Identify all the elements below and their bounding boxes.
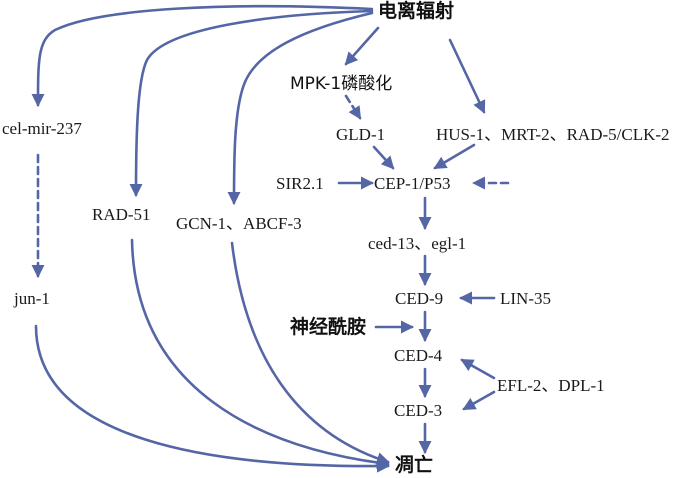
edges bbox=[31, 4, 510, 473]
node-gcn1-abcf3: GCN-1、ABCF-3 bbox=[176, 214, 302, 233]
node-ced9: CED-9 bbox=[395, 289, 443, 308]
edge-radiation-to-hus1 bbox=[448, 38, 486, 114]
edge-radiation-to-cel-mir-237 bbox=[31, 4, 374, 107]
edge-mpk1-to-gld1 bbox=[344, 94, 362, 120]
node-ced13-egl1: ced-13、egl-1 bbox=[368, 234, 466, 253]
edge-jun1-to-apoptosis bbox=[34, 324, 390, 473]
node-lin35: LIN-35 bbox=[500, 289, 551, 308]
edge-radiation-to-rad51 bbox=[129, 9, 374, 197]
node-efl2-dpl1: EFL-2、DPL-1 bbox=[497, 376, 605, 395]
node-sir21: SIR2.1 bbox=[276, 174, 324, 193]
node-ced3: CED-3 bbox=[394, 401, 442, 420]
node-gld1: GLD-1 bbox=[336, 125, 385, 144]
edge-hus1-to-cep1 bbox=[433, 143, 476, 170]
node-jun1: jun-1 bbox=[13, 289, 50, 308]
node-mpk1-phosphorylation: MPK-1磷酸化 bbox=[290, 74, 392, 94]
edge-gld1-to-cep1 bbox=[372, 145, 395, 170]
node-cel-mir-237: cel-mir-237 bbox=[2, 119, 82, 138]
node-ced4: CED-4 bbox=[394, 346, 443, 365]
edge-rad51-to-apoptosis bbox=[130, 238, 390, 470]
edge-radiation-to-mpk1 bbox=[344, 26, 380, 66]
node-rad51: RAD-51 bbox=[92, 205, 151, 224]
node-cep1-p53: CEP-1/P53 bbox=[374, 174, 451, 193]
edge-efl2-to-ced3 bbox=[462, 390, 496, 411]
edge-radiation-to-gcn1 bbox=[227, 11, 374, 205]
edge-efl2-to-ced4 bbox=[460, 358, 496, 380]
node-ionizing-radiation: 电离辐射 bbox=[378, 0, 454, 22]
node-hus1-mrt2-rad5-clk2: HUS-1、MRT-2、RAD-5/CLK-2 bbox=[436, 125, 670, 144]
nodes: 电离辐射 MPK-1磷酸化 GLD-1 HUS-1、MRT-2、RAD-5/CL… bbox=[2, 0, 670, 476]
edge-gcn1-to-apoptosis bbox=[230, 241, 390, 465]
node-apoptosis: 凋亡 bbox=[395, 453, 433, 476]
node-ceramide: 神经酰胺 bbox=[290, 315, 366, 338]
